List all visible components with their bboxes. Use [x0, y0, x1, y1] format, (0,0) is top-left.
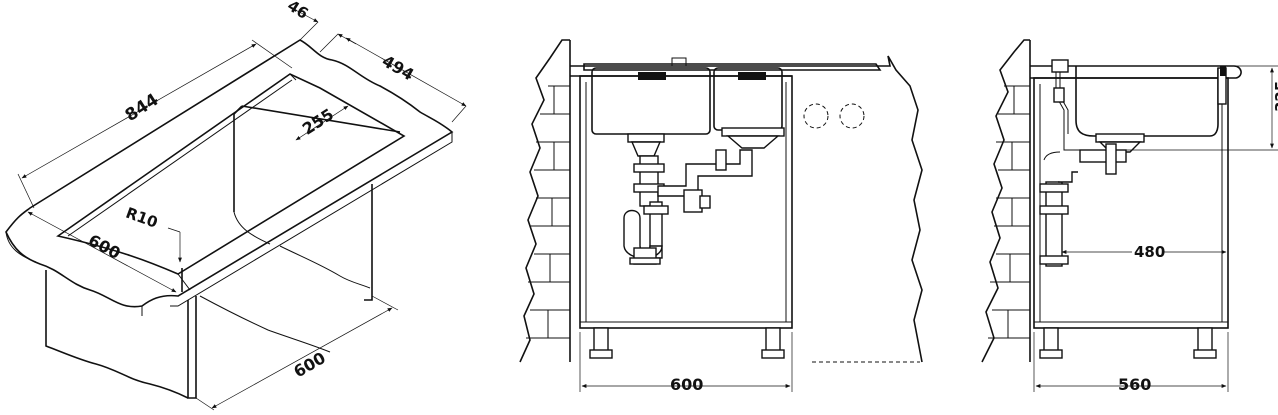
dim-r10: R10 [123, 204, 160, 232]
worktop [5, 39, 454, 316]
dim-600-cabinet: 600 [290, 348, 328, 381]
worktop-front-edge [570, 55, 923, 363]
front-view: 600 [519, 39, 923, 394]
dim-844: 844 [122, 90, 163, 126]
dim-480: 480 [1134, 243, 1165, 261]
dim-255: 255 [299, 105, 337, 139]
dim-46: 46 [284, 0, 311, 23]
brick-wall-side [981, 39, 1031, 363]
drain-plumbing-front [623, 127, 785, 265]
isometric-view: 844 46 494 255 R10 600 600 [5, 0, 467, 411]
dim-600-front: 600 [670, 375, 703, 394]
brick-wall-front [519, 39, 571, 363]
double-sink-front [583, 57, 882, 135]
cabinet-front [579, 75, 920, 363]
iso-dimension-lines [17, 5, 467, 411]
dim-494: 494 [379, 51, 417, 84]
sink-bowl-side [1043, 59, 1227, 175]
side-dimensions: 325 480 560 [1033, 65, 1278, 394]
side-view: 325 480 560 [981, 39, 1278, 394]
front-dimension-600: 600 [579, 332, 793, 394]
dim-560: 560 [1118, 375, 1151, 394]
trap-side [1039, 171, 1078, 267]
dim-325: 325 [1272, 81, 1278, 112]
dim-600-width: 600 [85, 231, 123, 263]
